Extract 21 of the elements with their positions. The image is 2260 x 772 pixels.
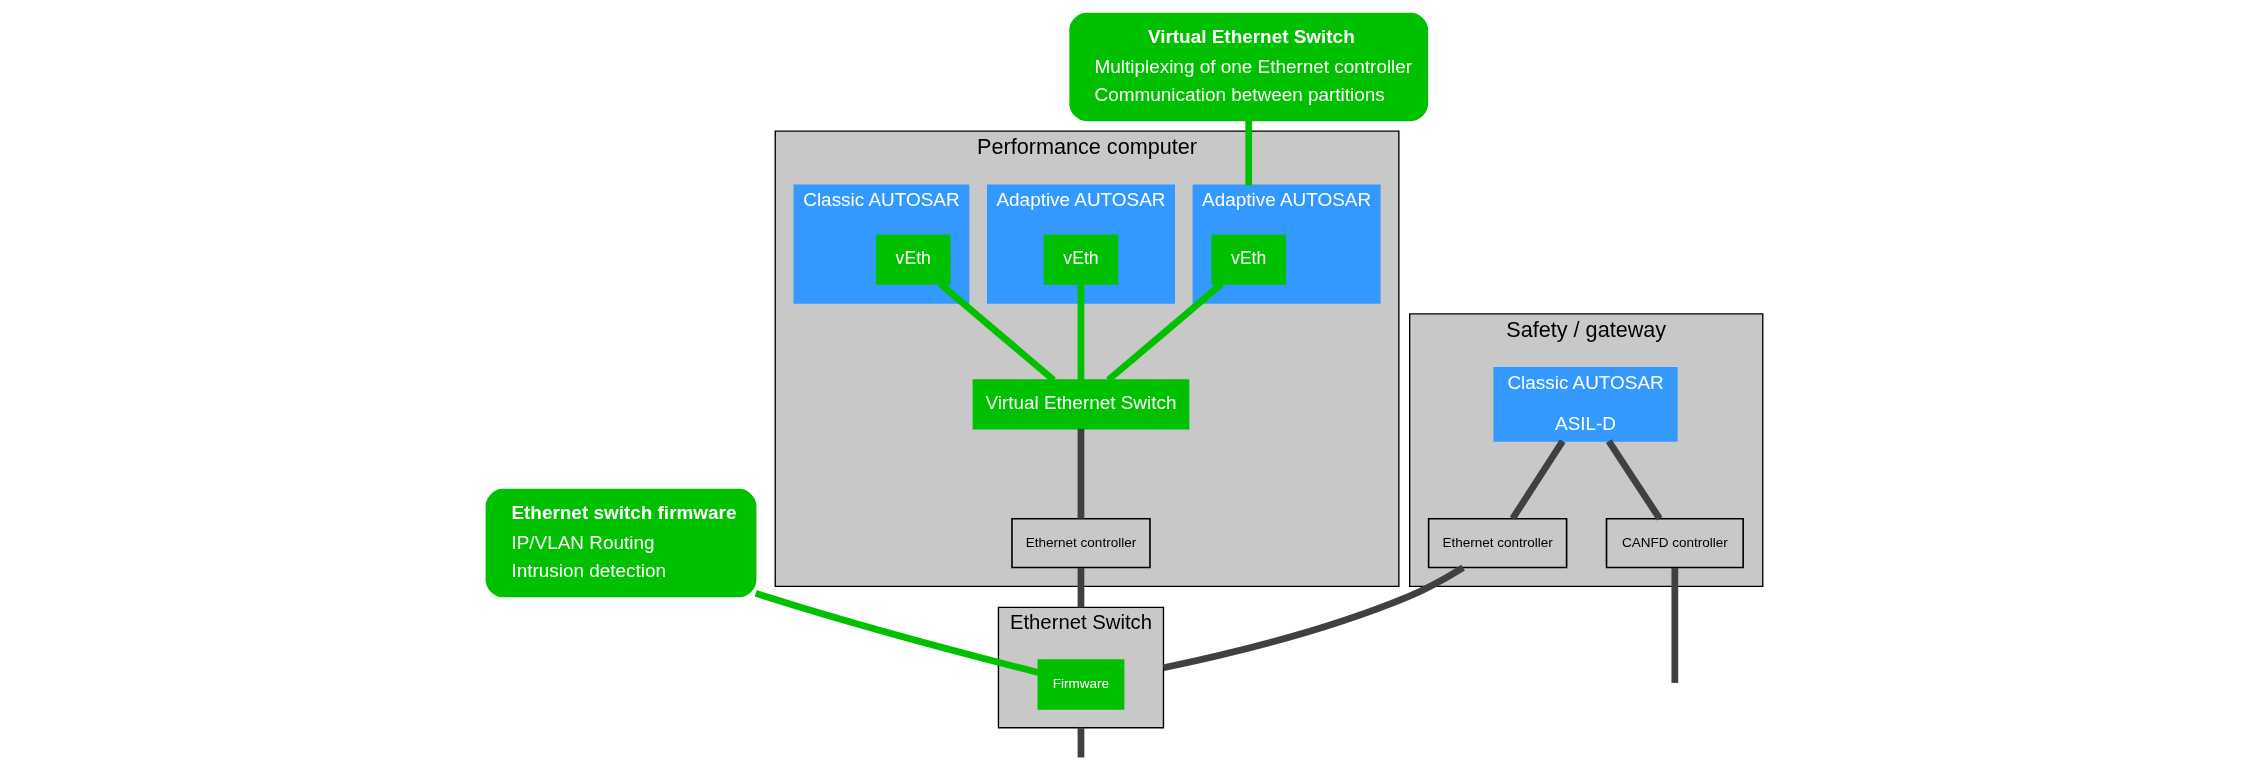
connector: [1077, 428, 1085, 519]
node-box: Ethernet controller: [1427, 517, 1568, 569]
node-box: vEth: [1043, 234, 1119, 285]
node-box: vEth: [1211, 234, 1287, 285]
node-box: Classic AUTOSAR ASIL-D: [1493, 367, 1678, 442]
node-box: vEth: [875, 234, 951, 285]
connector: [1077, 284, 1085, 381]
connector: [1605, 439, 1663, 521]
node-box: Firmware: [1037, 659, 1125, 710]
node-box: Virtual Ethernet Switch: [972, 379, 1190, 430]
connector: [1509, 439, 1566, 521]
connector: [1077, 727, 1085, 758]
node-box: Ethernet controller: [1011, 517, 1151, 569]
connector: [1106, 281, 1224, 383]
connector: [1077, 568, 1085, 608]
node-box: CANFD controller: [1605, 517, 1744, 569]
connector: [1245, 120, 1253, 186]
node-box: Ethernet switch firmware IP/VLAN Routing Intrusion detection: [485, 488, 757, 598]
connector: [938, 281, 1056, 383]
connector: [1162, 564, 1465, 672]
node-box: Virtual Ethernet Switch Multiplexing of one Ethernet controller Communication between partitions: [1069, 12, 1429, 122]
